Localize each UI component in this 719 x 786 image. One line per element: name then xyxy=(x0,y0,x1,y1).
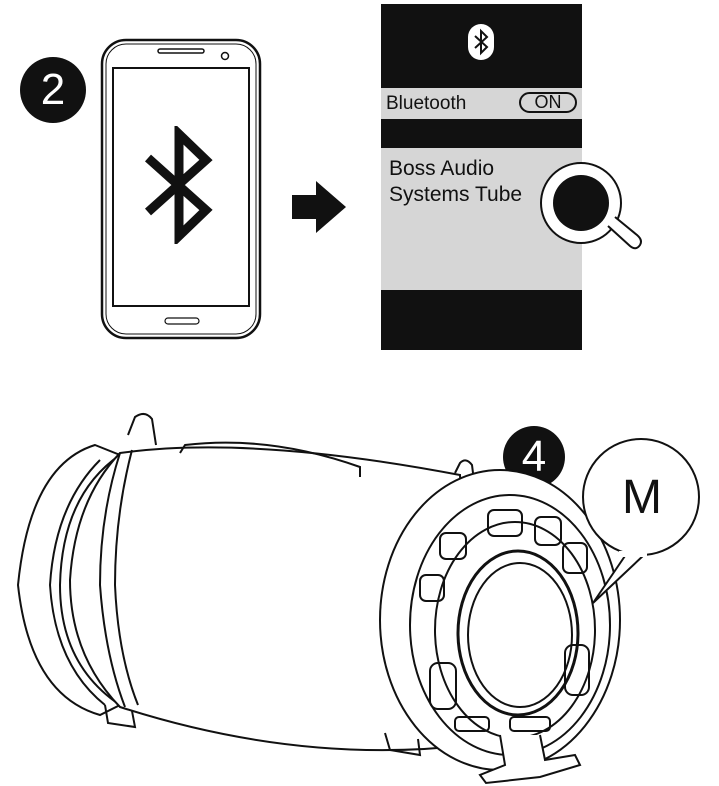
right-arrow-icon xyxy=(292,181,346,233)
bluetooth-header-icon xyxy=(468,24,494,60)
bluetooth-toggle-row[interactable]: Bluetooth ON xyxy=(381,88,582,119)
step-2-badge: 2 xyxy=(20,57,86,123)
bluetooth-toggle[interactable]: ON xyxy=(519,92,577,113)
bluetooth-label: Bluetooth xyxy=(386,93,467,114)
device-name-line1: Boss Audio xyxy=(389,157,495,180)
speaker-illustration xyxy=(16,413,621,785)
step-number: 2 xyxy=(40,65,66,114)
magnifier-touch-icon xyxy=(540,162,642,250)
device-name: Boss Audio Systems Tube xyxy=(389,156,549,208)
mode-button-callout-bubble xyxy=(582,438,700,604)
bluetooth-icon xyxy=(144,126,213,244)
device-name-line2: Systems Tube xyxy=(389,183,523,206)
mode-button-label: M xyxy=(622,471,662,524)
toggle-label: ON xyxy=(534,92,562,112)
